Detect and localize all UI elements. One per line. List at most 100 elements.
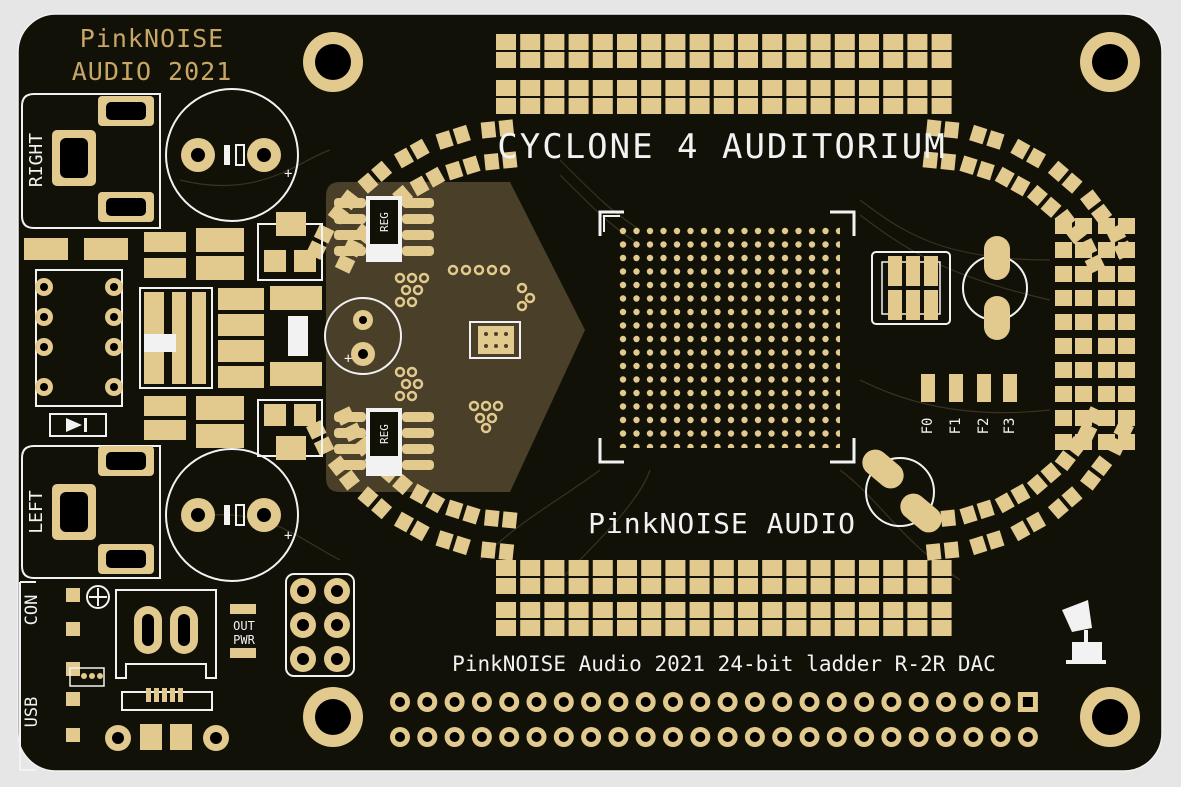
rotated-crystal xyxy=(862,449,942,533)
header-pin-hole xyxy=(613,732,624,742)
resistor-pad xyxy=(931,602,952,618)
arc-resistor xyxy=(393,511,430,542)
usb-con-area: CON USB xyxy=(19,581,105,771)
resistor-pad xyxy=(786,52,807,68)
resistor-pad xyxy=(931,98,952,114)
resistor-pad xyxy=(762,560,783,576)
arc-resistor xyxy=(1026,462,1062,496)
resistor-pad xyxy=(713,620,734,636)
resistor-pad xyxy=(859,560,879,576)
resistor-pad xyxy=(1118,362,1135,378)
arc-resistor xyxy=(1076,406,1106,442)
resistor-pad xyxy=(592,98,613,114)
header-pin-hole xyxy=(968,697,979,707)
arc-resistor xyxy=(480,541,515,561)
resistor-pad xyxy=(641,578,662,594)
arc-resistor xyxy=(1047,486,1083,520)
resistor-pad xyxy=(1075,386,1092,402)
resistor-pad xyxy=(641,560,662,576)
header-pin-hole xyxy=(941,697,951,707)
resistor-pad xyxy=(1075,266,1092,282)
resistor-pad xyxy=(907,98,928,114)
resistor-pad xyxy=(568,80,589,96)
label-out: OUT xyxy=(233,619,255,633)
resistor-pad xyxy=(496,560,516,576)
resistor-pad xyxy=(544,602,565,618)
resistor-pad xyxy=(883,52,904,68)
dip-socket xyxy=(35,269,123,407)
resistor-pad xyxy=(665,578,686,594)
header-pin-hole xyxy=(995,732,1006,742)
resistor-pad xyxy=(496,578,516,594)
out-pwr-jumper: OUT PWR xyxy=(230,604,256,658)
resistor-pad xyxy=(907,620,928,636)
resistor-pad xyxy=(520,620,541,636)
resistor-pad xyxy=(1098,362,1115,378)
electrolytic-capacitor-top: + xyxy=(165,88,299,222)
resistor-pad xyxy=(786,578,807,594)
resistor-pad xyxy=(738,602,758,618)
arc-resistor xyxy=(1054,435,1087,472)
plus-mark-icon: + xyxy=(344,351,352,367)
header-pin-hole xyxy=(504,697,515,707)
resistor-pad xyxy=(762,602,783,618)
mini-connector xyxy=(105,688,229,751)
resistor-pad xyxy=(931,620,952,636)
resistor-pad xyxy=(520,602,541,618)
brand-line-2: AUDIO 2021 xyxy=(72,57,233,86)
resistor-pad xyxy=(568,560,589,576)
resistor-pad xyxy=(786,98,807,114)
resistor-pad xyxy=(1098,338,1115,354)
resistor-pad xyxy=(907,52,928,68)
resistor-pad xyxy=(810,602,831,618)
fuse-row xyxy=(921,374,1017,402)
header-pin-hole xyxy=(995,697,1006,707)
resistor-pad xyxy=(713,602,734,618)
resistor-pad xyxy=(786,34,807,50)
resistor-pad xyxy=(1098,386,1115,402)
arc-resistor xyxy=(435,124,471,150)
resistor-pad xyxy=(762,80,783,96)
regulator-top: REG xyxy=(334,196,434,262)
resistor-pad xyxy=(931,52,952,68)
resistor-pad xyxy=(641,620,662,636)
label-pwr: PWR xyxy=(233,633,255,647)
arc-resistor xyxy=(483,509,518,529)
resistor-pad xyxy=(810,560,831,576)
resistor-pad xyxy=(762,34,783,50)
resistor-pad xyxy=(907,602,928,618)
fuse-label: F3 xyxy=(1002,418,1018,435)
resistor-pad xyxy=(617,52,637,68)
arc-resistor xyxy=(445,155,481,181)
resistor-pad xyxy=(1075,338,1092,354)
resistor-pad xyxy=(1098,290,1115,306)
resistor-pad xyxy=(592,560,613,576)
resistor-pad xyxy=(834,620,855,636)
resistor-pad xyxy=(907,80,928,96)
resistor-pad xyxy=(641,34,662,50)
transistor-top xyxy=(257,212,323,281)
resistor-pad xyxy=(689,578,710,594)
resistor-pad xyxy=(859,34,879,50)
arc-resistor xyxy=(925,119,960,139)
resistor-pad xyxy=(1055,386,1072,402)
resistor-pad xyxy=(689,80,710,96)
arc-resistor xyxy=(994,166,1031,197)
resistor-pad xyxy=(520,52,541,68)
arc-resistor xyxy=(393,138,430,169)
resistor-pad xyxy=(520,34,541,50)
resistor-pad xyxy=(568,602,589,618)
resistor-pad xyxy=(786,602,807,618)
resistor-pad xyxy=(859,602,879,618)
resistor-pad xyxy=(544,52,565,68)
header-pin-hole xyxy=(640,732,651,742)
header-pin-hole xyxy=(859,697,870,707)
resistor-pad xyxy=(496,602,516,618)
header-pin-hole xyxy=(1022,697,1033,707)
right-audio-jack: RIGHT xyxy=(21,93,161,229)
resistor-pad xyxy=(617,578,637,594)
resistor-pad xyxy=(834,80,855,96)
resistor-pad xyxy=(883,34,904,50)
header-pin-hole xyxy=(395,697,405,707)
resistor-pad xyxy=(1055,362,1072,378)
